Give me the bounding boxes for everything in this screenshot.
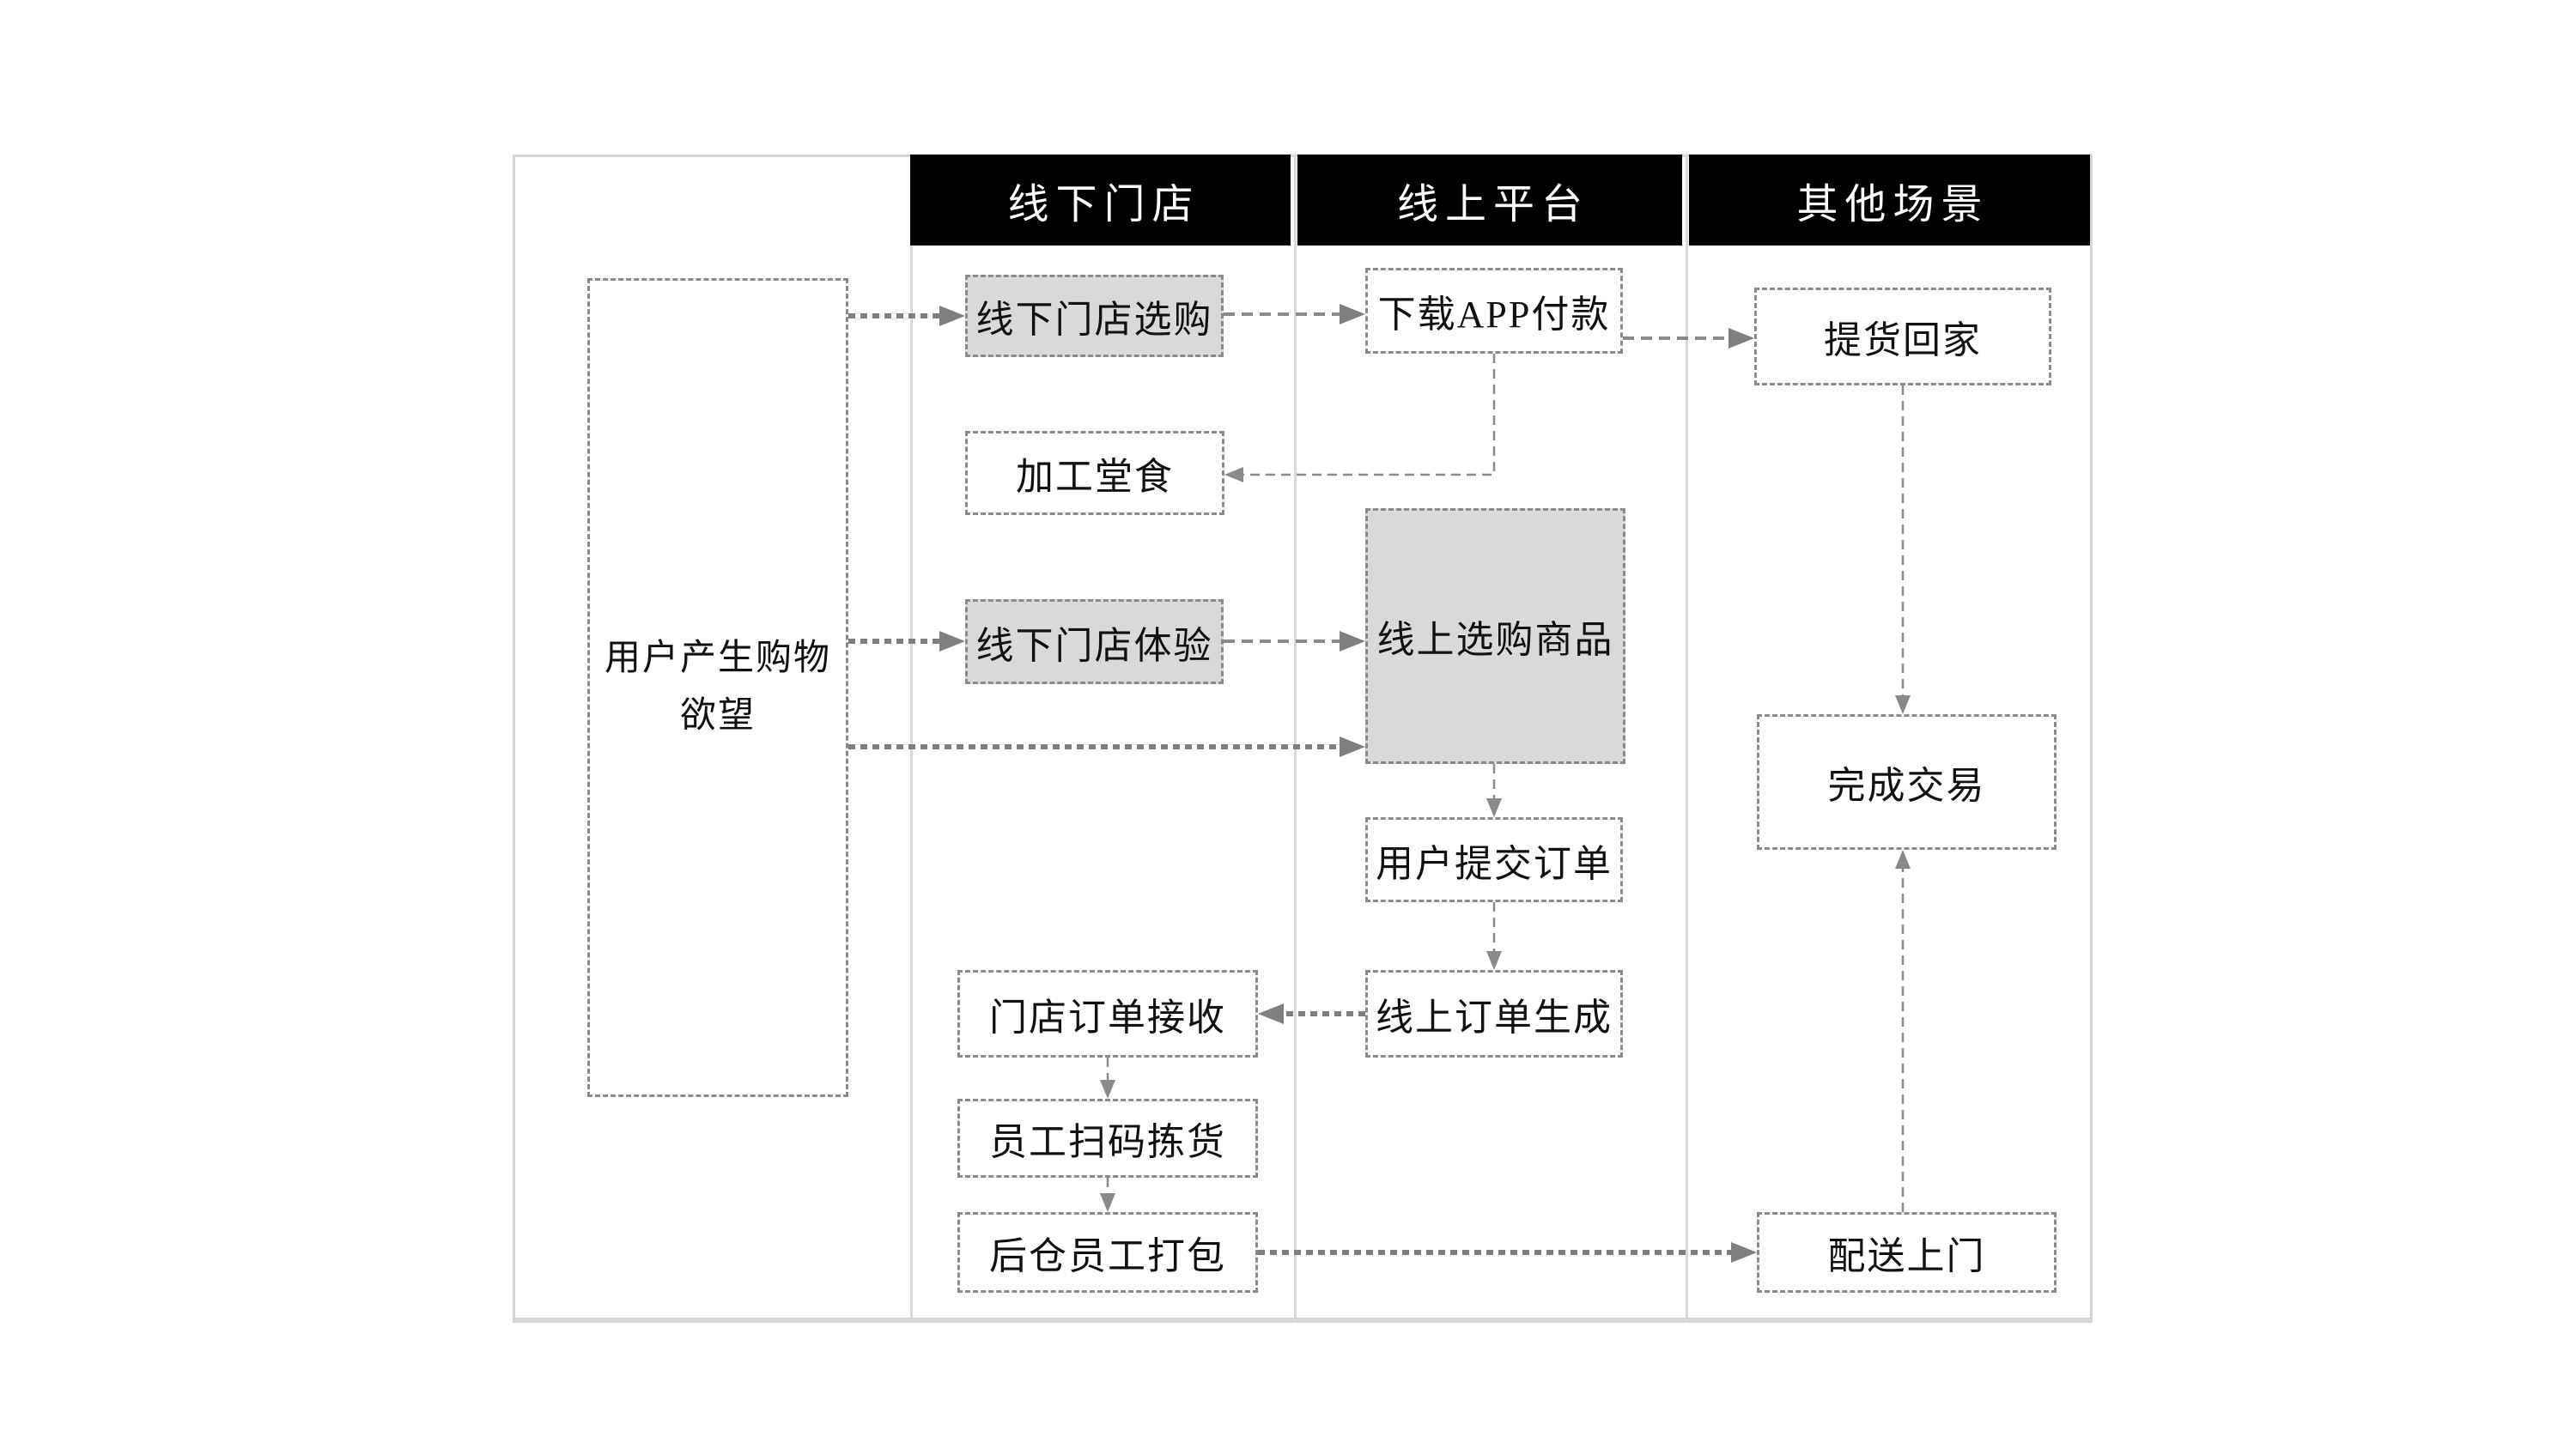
node-warehouse-staff-pack: 后仓员工打包 bbox=[957, 1212, 1258, 1293]
lane-header-other-scenes: 其他场景 bbox=[1689, 155, 2090, 246]
arrow-desire-to-online-select bbox=[848, 737, 1365, 757]
node-store-order-receive: 门店订单接收 bbox=[957, 970, 1258, 1058]
node-process-dine-in: 加工堂食 bbox=[965, 431, 1224, 515]
node-user-submit-order: 用户提交订单 bbox=[1365, 817, 1623, 902]
node-home-delivery: 配送上门 bbox=[1757, 1212, 2057, 1293]
lane-divider-2 bbox=[1294, 155, 1297, 1323]
node-offline-store-purchase: 线下门店选购 bbox=[965, 275, 1224, 357]
node-complete-transaction: 完成交易 bbox=[1757, 714, 2057, 850]
arrow-online-select-to-submit-order bbox=[1486, 764, 1502, 817]
node-staff-scan-pick: 员工扫码拣货 bbox=[957, 1099, 1258, 1178]
lane-divider-1 bbox=[910, 155, 913, 1323]
node-pickup-take-home: 提货回家 bbox=[1754, 288, 2051, 385]
node-online-select-goods: 线上选购商品 bbox=[1365, 508, 1625, 764]
arrow-submit-order-to-order-generated bbox=[1486, 902, 1502, 970]
node-user-shopping-desire: 用户产生购物 欲望 bbox=[587, 278, 848, 1097]
arrow-offline-buy-to-app-pay bbox=[1224, 304, 1365, 324]
arrow-order-generated-to-store-receive bbox=[1258, 1003, 1365, 1024]
arrow-delivery-to-complete-deal bbox=[1895, 850, 1911, 1212]
arrow-app-pay-to-pickup-home bbox=[1623, 328, 1754, 349]
arrow-store-receive-to-staff-pick bbox=[1100, 1058, 1115, 1099]
node-download-app-pay: 下载APP付款 bbox=[1365, 268, 1623, 354]
lane-divider-3 bbox=[1686, 155, 1688, 1323]
arrow-desire-to-offline-buy bbox=[848, 306, 965, 326]
arrow-pickup-home-to-complete-deal bbox=[1895, 385, 1911, 714]
node-online-order-generated: 线上订单生成 bbox=[1365, 970, 1623, 1058]
node-offline-store-experience: 线下门店体验 bbox=[965, 599, 1224, 684]
lane-header-online-platform: 线上平台 bbox=[1297, 155, 1682, 246]
arrow-offline-experience-to-online-select bbox=[1224, 631, 1365, 652]
lane-header-offline-store: 线下门店 bbox=[910, 155, 1291, 246]
arrow-staff-pick-to-warehouse-pack bbox=[1100, 1178, 1115, 1212]
arrow-warehouse-pack-to-delivery bbox=[1258, 1242, 1757, 1263]
arrow-app-pay-to-dine-in-elbow bbox=[1224, 354, 1496, 482]
arrow-desire-to-offline-experience bbox=[848, 631, 965, 652]
